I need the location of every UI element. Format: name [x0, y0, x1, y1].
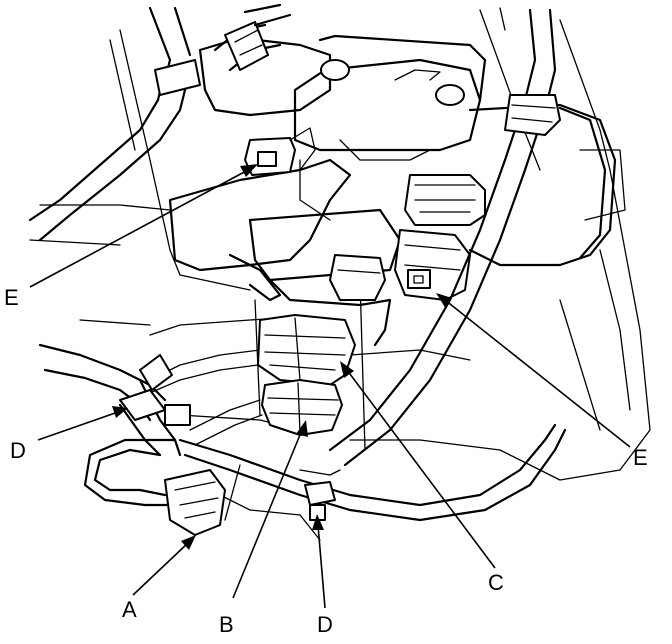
connector-c	[257, 314, 356, 386]
callout-e-right: E	[633, 445, 648, 470]
upper-connector	[404, 174, 486, 226]
arrowhead-e-right	[436, 293, 452, 309]
arrowhead-b	[296, 420, 308, 437]
wire-harness	[38, 343, 567, 522]
connector-a	[164, 469, 226, 536]
callout-c: C	[488, 570, 504, 595]
leader-lines	[29, 164, 631, 609]
arrowhead-d-left	[112, 406, 128, 418]
mid-connector	[394, 229, 471, 301]
connector-b	[261, 379, 343, 436]
hose-left	[28, 3, 292, 242]
leader-a	[132, 542, 189, 596]
arrowhead-c	[340, 361, 354, 378]
callout-d-left: D	[10, 438, 26, 463]
callout-e-left: E	[4, 285, 19, 310]
arrowhead-e-left	[240, 164, 258, 177]
leader-c	[346, 369, 496, 569]
callout-d-bottom: D	[317, 612, 333, 637]
arrowhead-d-bottom	[312, 514, 324, 530]
callout-b: B	[219, 612, 234, 637]
hose-right	[328, 8, 561, 467]
leader-e-left	[29, 169, 249, 288]
clip-e-left	[244, 127, 316, 176]
control-unit-block	[168, 34, 626, 347]
arrowhead-a	[181, 535, 196, 550]
leader-e-right	[444, 299, 631, 448]
leader-b	[232, 429, 303, 599]
leader-d-left	[37, 411, 119, 441]
small-connector	[329, 254, 386, 301]
leader-d-bottom	[317, 524, 326, 609]
callout-a: A	[122, 597, 137, 622]
callout-labels: E E C D A B D	[4, 285, 648, 637]
